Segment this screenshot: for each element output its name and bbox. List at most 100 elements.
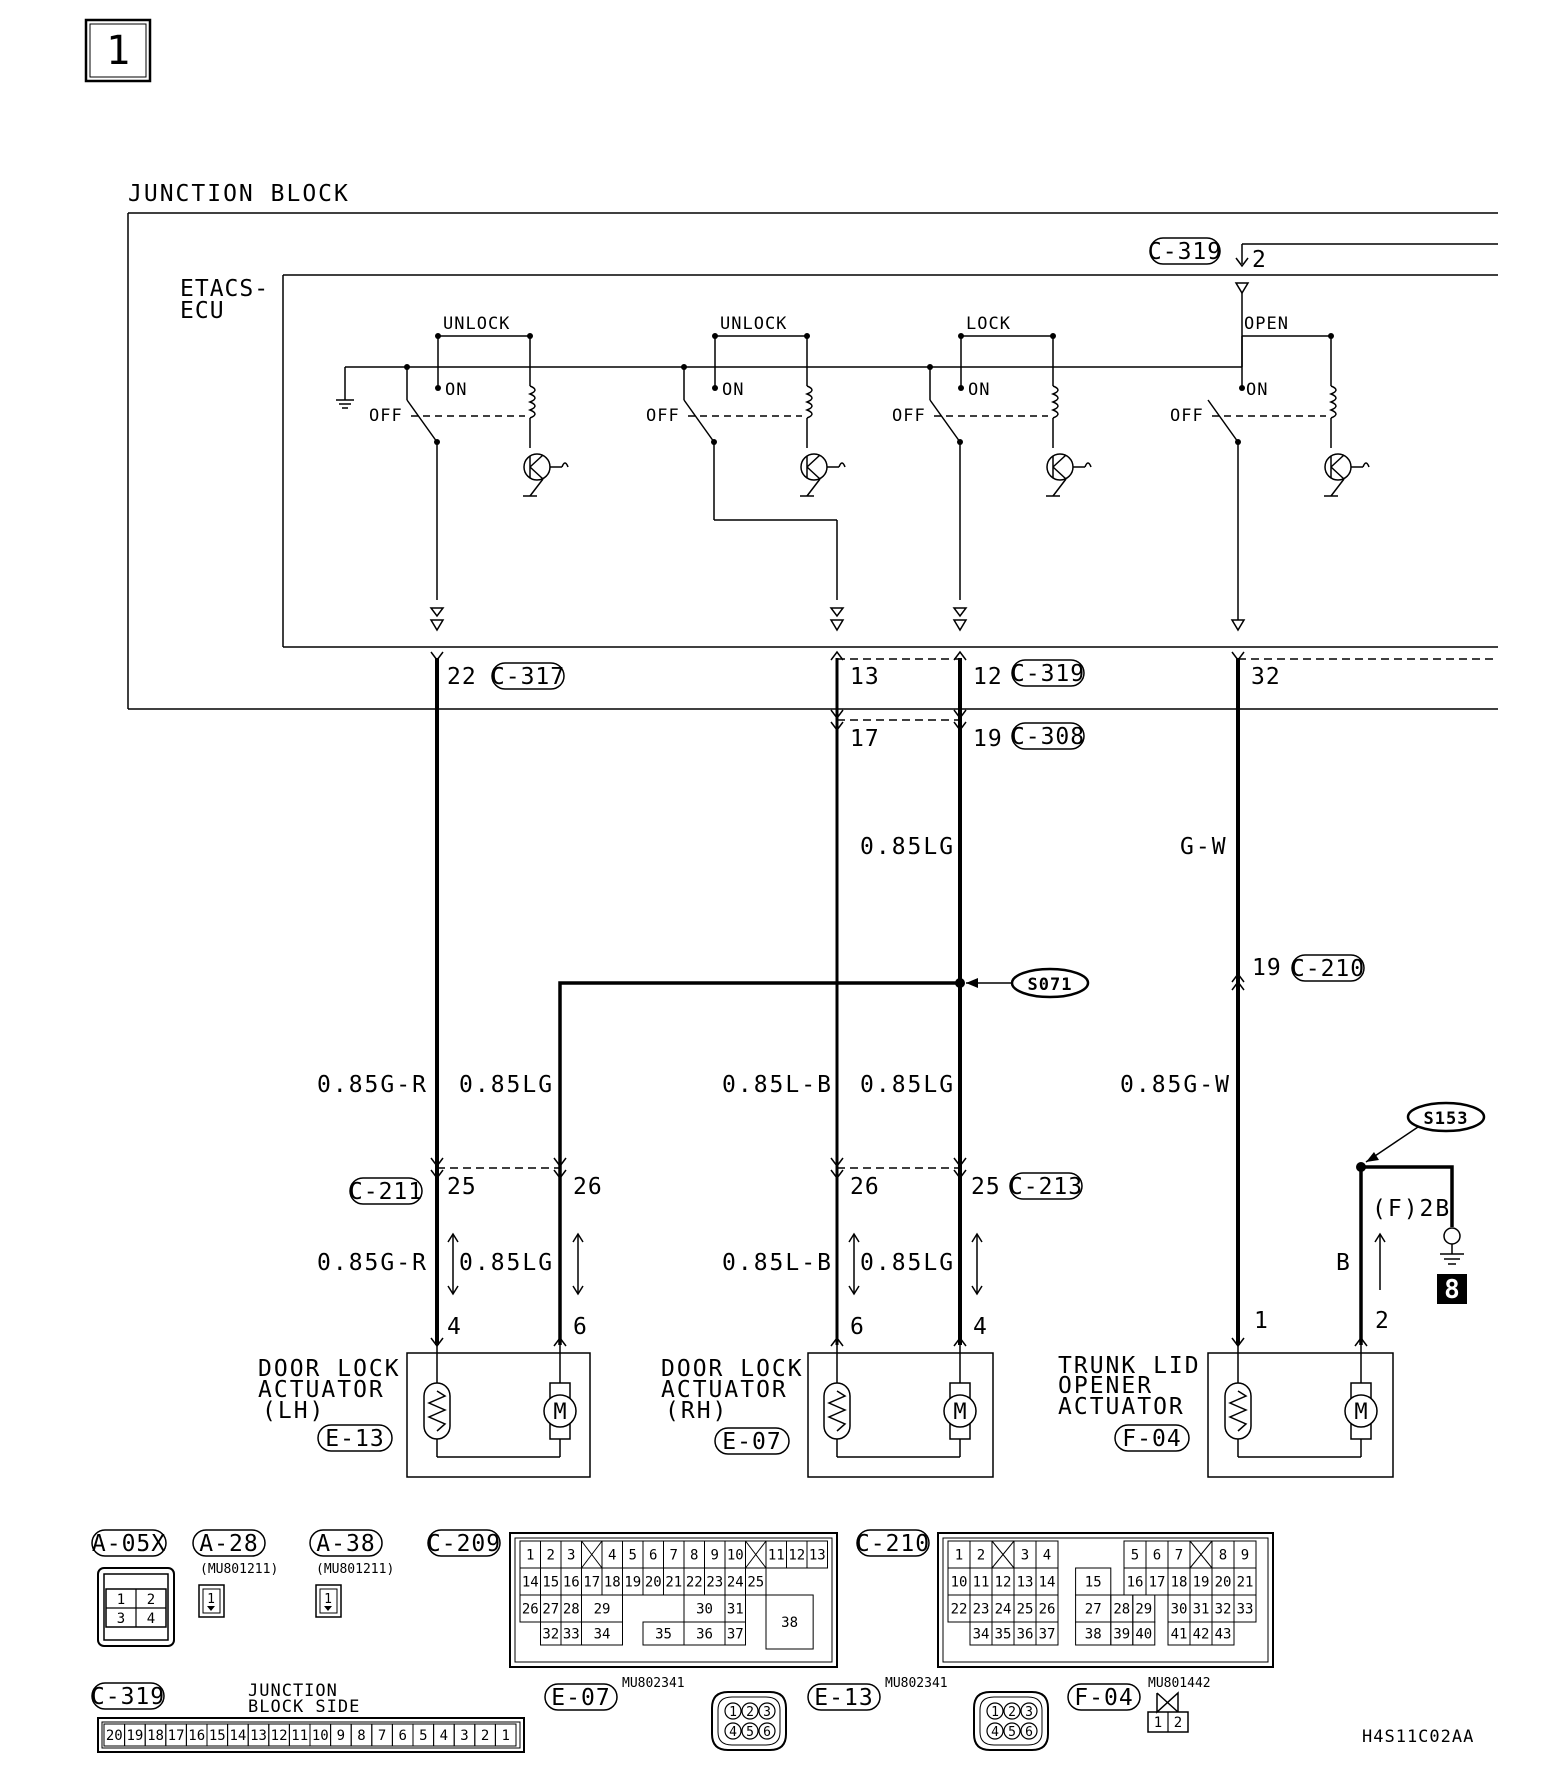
svg-text:E-07: E-07 [551, 1685, 610, 1711]
pin-label: 16 [563, 1575, 580, 1591]
pin-label: 36 [1017, 1627, 1034, 1643]
pin-label: 38 [781, 1615, 798, 1631]
svg-text:C-319: C-319 [91, 1684, 165, 1710]
svg-text:JUNCTION: JUNCTION [248, 1681, 338, 1701]
svg-text:2: 2 [746, 1705, 754, 1720]
svg-text:S153: S153 [1424, 1109, 1469, 1129]
pin-label: 14 [522, 1575, 539, 1591]
svg-text:1: 1 [991, 1705, 999, 1720]
svg-text:3: 3 [1025, 1705, 1033, 1720]
pin-label: 12 [271, 1728, 288, 1744]
relay-4: OPEN ON OFF [1170, 314, 1370, 600]
wire-label-lg-2: 0.85LG [860, 1072, 955, 1098]
svg-text:(LH): (LH) [262, 1398, 325, 1424]
pin-label: 27 [1085, 1602, 1102, 1618]
svg-text:6: 6 [763, 1725, 771, 1740]
pin-label: 21 [1237, 1575, 1254, 1591]
pin-label: 34 [973, 1627, 990, 1643]
c210-pin [1132, 1621, 1156, 1646]
pin-label: 9 [337, 1728, 345, 1744]
pin-label: 35 [655, 1627, 672, 1643]
wire-label-gr-1: 0.85G-R [317, 1072, 428, 1098]
connector-view-e07: E-07 MU802341 1 2 3 4 5 6 [544, 1676, 787, 1751]
pin-label: 2 [481, 1728, 489, 1744]
pin-label: 29 [594, 1602, 611, 1618]
svg-text:C-209: C-209 [427, 1531, 501, 1557]
pin-label: 19 [624, 1575, 641, 1591]
svg-text:8: 8 [1444, 1275, 1460, 1305]
svg-text:A-38: A-38 [316, 1531, 375, 1557]
pin-label: 13 [809, 1548, 826, 1564]
c209-pin [765, 1594, 814, 1650]
pin-c211-26: 26 [573, 1174, 603, 1200]
actuator-trunk: TRUNK LID OPENER ACTUATOR F-04 1 2 M [1058, 1308, 1394, 1478]
c209-pin [806, 1540, 828, 1569]
pin-label: 11 [291, 1728, 308, 1744]
wire-label-lg-1: 0.85LG [459, 1072, 554, 1098]
pin-label: 22 [686, 1575, 703, 1591]
wires [435, 658, 1498, 1345]
pin-label: 43 [1215, 1627, 1232, 1643]
pin-label: 34 [594, 1627, 611, 1643]
pin-label: 40 [1135, 1627, 1152, 1643]
pin-label: 18 [604, 1575, 621, 1591]
pin-label: 38 [1085, 1627, 1102, 1643]
junction-block-label: JUNCTION BLOCK [128, 181, 350, 207]
pin-label: 8 [1219, 1548, 1227, 1564]
splice-s153-dot [1356, 1162, 1366, 1172]
pin-label: 3 [567, 1548, 575, 1564]
c210-pin [1035, 1621, 1059, 1646]
pin-label: 15 [542, 1575, 559, 1591]
wire-label-gr-2: 0.85G-R [317, 1250, 428, 1276]
pin-c308-19: 19 [973, 726, 1003, 752]
pin-label: 5 [419, 1728, 427, 1744]
c319-tag: C-319 [1011, 659, 1085, 687]
page-number: 1 [106, 28, 130, 74]
pin-label: 9 [1241, 1548, 1249, 1564]
pin-label: 17 [1149, 1575, 1166, 1591]
pin-label: 27 [542, 1602, 559, 1618]
wire-label-lg-3: 0.85LG [459, 1250, 554, 1276]
svg-text:(MU801211): (MU801211) [316, 1562, 394, 1577]
ecu-terminals [429, 600, 1246, 632]
ecu-label-2: ECU [180, 298, 225, 324]
connector-view-e13: E-13 MU802341 1 2 3 4 5 6 [807, 1676, 1049, 1751]
pin-label: 4 [608, 1548, 616, 1564]
relay-on-label: ON [722, 380, 744, 400]
pin-label: 15 [209, 1728, 226, 1744]
c308-tag: C-308 [1011, 722, 1085, 750]
pin-label: 8 [690, 1548, 698, 1564]
ground-point-8: 8 [1437, 1227, 1467, 1305]
relay-off-label: OFF [369, 406, 403, 426]
relay-2: UNLOCK ON OFF [646, 314, 846, 600]
relay-on-label: ON [1246, 380, 1268, 400]
svg-text:3: 3 [117, 1611, 125, 1627]
relay-off-label: OFF [1170, 406, 1204, 426]
pin-label: 25 [747, 1575, 764, 1591]
pin-label: 42 [1193, 1627, 1210, 1643]
pin-label: 28 [563, 1602, 580, 1618]
svg-text:1: 1 [729, 1705, 737, 1720]
pin-c211-25: 25 [447, 1174, 477, 1200]
svg-text:ACTUATOR: ACTUATOR [661, 1377, 788, 1403]
pin-label: 37 [727, 1627, 744, 1643]
svg-text:MU802341: MU802341 [622, 1676, 685, 1691]
relay-name: UNLOCK [443, 314, 510, 334]
pin-label: 7 [670, 1548, 678, 1564]
pin-label: 32 [1215, 1602, 1232, 1618]
figure-code: H4S11C02AA [1362, 1727, 1474, 1747]
svg-text:5: 5 [746, 1725, 754, 1740]
splice-s071-dot [955, 978, 965, 988]
pin-label: 4 [1043, 1548, 1051, 1564]
svg-text:F-04: F-04 [1074, 1685, 1133, 1711]
pin-label: 24 [995, 1602, 1012, 1618]
ecu-label-1: ETACS- [180, 276, 269, 302]
pin-c213-26: 26 [850, 1174, 880, 1200]
svg-text:1: 1 [324, 1592, 332, 1607]
pin-label: 2 [547, 1548, 555, 1564]
pin-label: 31 [727, 1602, 744, 1618]
svg-text:4: 4 [973, 1314, 988, 1340]
relay-name: OPEN [1244, 314, 1289, 334]
connector-view-a28: A-28 (MU801211) 1 [192, 1529, 278, 1618]
pin-c319-32: 32 [1251, 664, 1281, 690]
